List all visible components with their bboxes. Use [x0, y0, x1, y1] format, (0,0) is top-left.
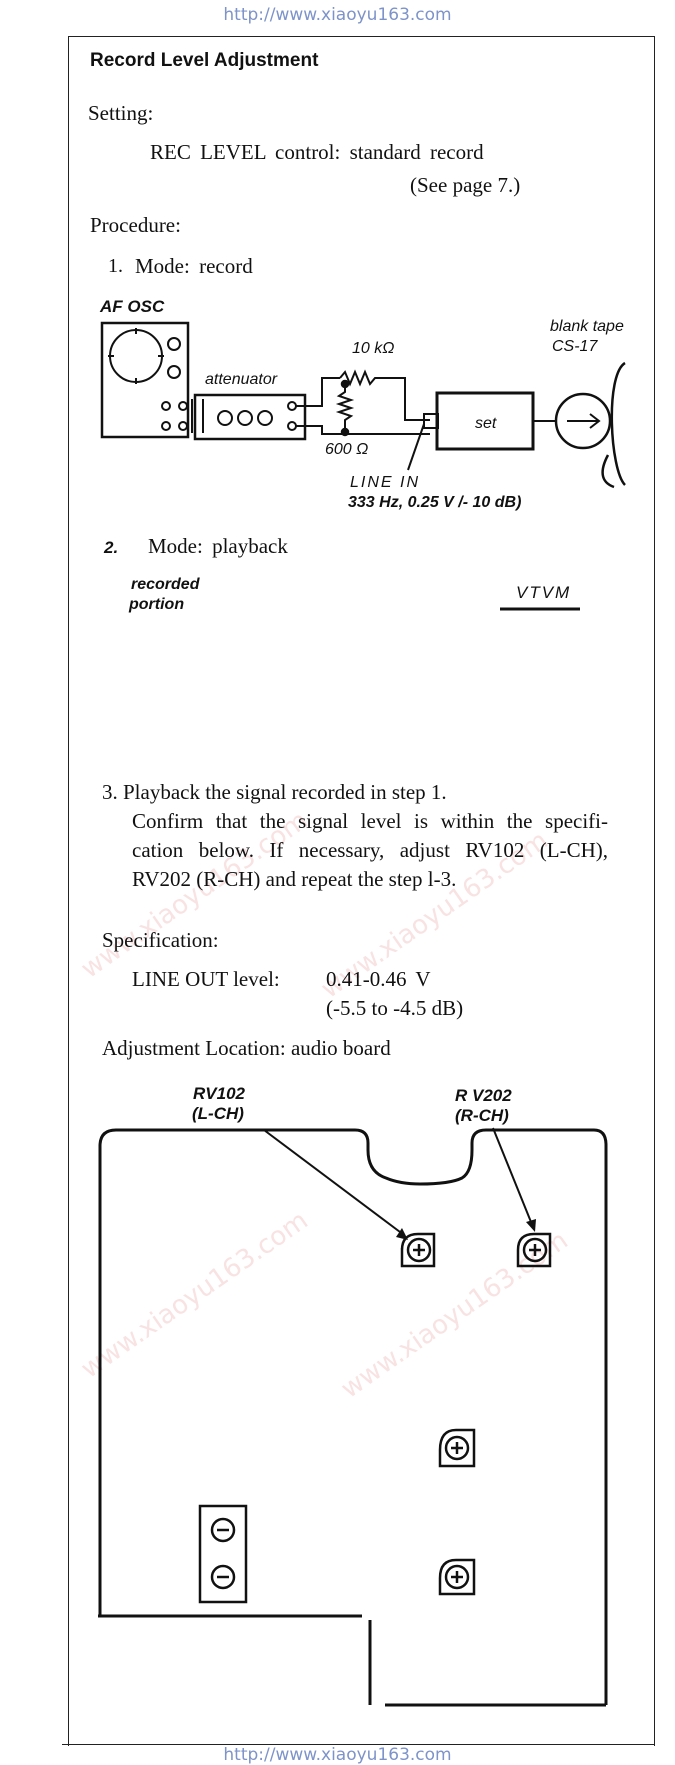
cs17-label: CS-17 — [552, 338, 598, 355]
blank-tape-label: blank tape — [550, 318, 624, 335]
resistor-10k-label: 10 kΩ — [352, 340, 395, 357]
setting-line: REC LEVEL control: standard record — [150, 140, 484, 164]
step3-line3: cation below. If necessary, adjust RV102… — [132, 838, 608, 862]
procedure-heading: Procedure: — [90, 213, 181, 237]
footer-url[interactable]: http://www.xiaoyu163.com — [223, 1745, 452, 1765]
line-in-spec: 333 Hz, 0.25 V /- 10 dB) — [348, 494, 522, 511]
step2-number: 2. — [104, 538, 119, 557]
line-in-label: LINE IN — [350, 474, 421, 491]
step3-line2: Confirm that the signal level is within … — [132, 809, 608, 833]
step3-line4: RV202 (R-CH) and repeat the step l-3. — [132, 867, 457, 891]
specification-heading: Specification: — [102, 928, 219, 952]
attenuator-label: attenuator — [205, 371, 278, 388]
rv102-channel-label: (L-CH) — [192, 1104, 244, 1123]
step1-number: 1. — [108, 255, 123, 277]
recorded-portion-label-2: portion — [129, 596, 185, 613]
page-frame — [68, 36, 655, 1746]
step3-line1: 3. Playback the signal recorded in step … — [102, 780, 447, 804]
setting-heading: Setting: — [88, 101, 154, 125]
set-label: set — [475, 415, 497, 432]
recorded-portion-label: recorded — [131, 576, 200, 593]
resistor-600-label: 600 Ω — [325, 441, 369, 458]
rv102-label: RV102 — [193, 1084, 245, 1103]
vtvm-label: VTVM — [516, 583, 572, 602]
line-out-value: 0.41-0.46 V — [326, 967, 431, 991]
step1-text: Mode: record — [135, 254, 253, 278]
line-out-db: (-5.5 to -4.5 dB) — [326, 996, 464, 1020]
setting-ref: (See page 7.) — [410, 173, 521, 197]
step2-text: Mode: playback — [148, 534, 288, 558]
page-title: Record Level Adjustment — [90, 50, 319, 71]
header-url[interactable]: http://www.xiaoyu163.com — [223, 5, 452, 25]
af-osc-label: AF OSC — [100, 297, 165, 316]
frame-bottom-border — [62, 1744, 655, 1745]
rv202-channel-label: (R-CH) — [455, 1106, 509, 1125]
frame-top-border — [68, 36, 655, 37]
rv202-label: R V202 — [455, 1086, 512, 1105]
line-out-label: LINE OUT level: — [132, 967, 280, 991]
adjustment-location: Adjustment Location: audio board — [102, 1036, 391, 1060]
